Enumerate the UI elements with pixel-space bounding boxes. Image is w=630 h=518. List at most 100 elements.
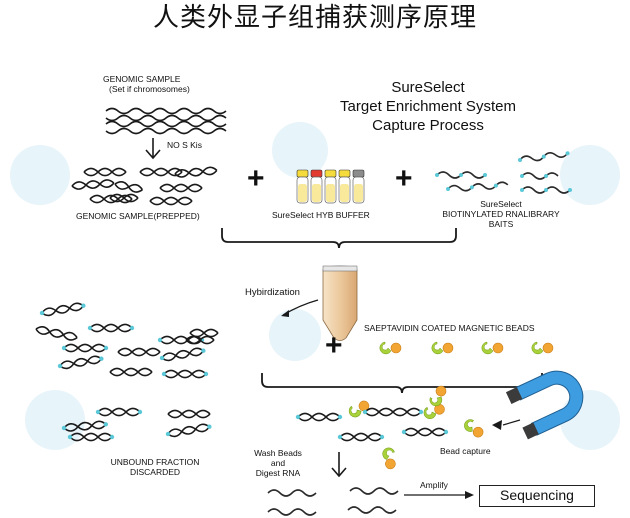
watermark-logo-icon [560,145,620,205]
baits-label-line3: BAITS [488,218,514,229]
genomic-sample-prepped-label: GENOMIC SAMPLE(PREPPED) [76,211,200,221]
dna-fragment [174,166,218,178]
dna-fragment [61,343,109,353]
sequencing-label: Sequencing [500,487,574,503]
buffer-tube-icon [352,169,365,204]
rna-bait [267,508,317,516]
magnetic-beads-row [379,341,554,355]
rna-baits-group [435,151,572,194]
buffer-tube-icon [338,169,351,204]
dna-fragment [87,323,135,333]
baits-label-line2: BIOTINYLATED RNALIBRARY [442,208,560,219]
fragmentation-arrow [145,138,161,160]
no-s-kis-label: NO S Kis [167,140,202,150]
dna-fragment [189,328,219,338]
dna-fragment [67,432,115,442]
rna-bait [267,489,317,497]
streptavidin-beads-label: SAEPTAVIDIN COATED MAGNETIC BEADS [364,323,535,333]
bead-capture-arrowhead [492,420,502,430]
amplify-label: Amplify [420,480,448,490]
hybridization-arrowhead [281,310,289,317]
dna-fragment [39,302,86,317]
dna-fragment [89,194,133,204]
wash-digest-line3: Digest RNA [255,467,301,478]
plus-sign-3: + [325,329,343,362]
dna-fragment [139,167,183,177]
wash-digest-label: Wash Beads and Digest RNA [246,448,310,478]
hybridization-label: Hybirdization [245,287,300,298]
bead-captured-complexes [295,385,484,470]
magnetic-bead-icon [531,341,554,355]
sureselect-heading-line3: Capture Process [372,116,484,134]
watermark-logo-icon [269,309,321,361]
dna-fragment [95,407,143,417]
buffer-tube-icon [324,169,337,204]
baits-label: SureSelect BIOTINYLATED RNALIBRARY BAITS [436,199,566,229]
dna-fragment [165,423,212,438]
magnetic-bead-icon [464,419,484,438]
sequencing-box: Sequencing [479,485,595,507]
dna-fragment [362,407,424,417]
rna-bait [446,181,509,192]
watermark-logo-icon [272,122,328,178]
dna-fragment [149,196,193,206]
unbound-fraction-dna [35,302,219,442]
dna-fragment [167,409,211,419]
bead-capture-arrow [502,419,521,426]
dna-fragment [61,420,109,432]
dna-fragment [35,325,78,341]
sureselect-heading-line1: SureSelect [391,79,465,96]
magnetic-bead-icon [431,341,454,355]
dna-fragment [159,347,206,362]
unbound-fraction-line1: UNBOUND FRACTION [110,457,200,467]
bead-capture-label: Bead capture [440,446,491,456]
captured-single-strands [267,487,399,516]
fragmented-dna-group [71,166,218,206]
dna-fragment [83,167,127,177]
rna-bait [347,506,397,514]
baits-label-line1: SureSelect [480,199,522,209]
dna-fragment [109,193,139,203]
magnet-icon [505,370,584,440]
genomic-sample-sub-label: (Set if chromosomes) [109,84,190,94]
dna-fragment [161,369,209,379]
dna-fragment [401,427,449,437]
page-title: 人类外显子组捕获测序原理 [152,3,477,33]
magnetic-bead-icon [481,341,504,355]
buffer-tube-icon [296,169,309,204]
merge-bracket-bottom [261,373,543,394]
rna-bait [520,186,572,194]
rna-bait [518,151,570,162]
magnetic-bead-icon [382,447,396,470]
plus-sign-1: + [247,162,265,195]
hyb-buffer-tubes [296,169,365,204]
genomic-sample-label: GENOMIC SAMPLE [103,74,181,84]
hyb-buffer-label: SureSelect HYB BUFFER [272,210,370,220]
rna-bait [349,487,399,495]
unbound-fraction-line2: DISCARDED [129,466,181,477]
watermark-logo-icon [10,145,70,205]
sureselect-heading: SureSelect Target Enrichment System Capt… [323,79,533,135]
buffer-tube-icon [310,169,323,204]
wash-digest-line1: Wash Beads [254,448,302,458]
sureselect-heading-line2: Target Enrichment System [340,97,516,115]
rna-bait [520,172,559,180]
merge-bracket-top [221,228,457,249]
dna-fragment [295,412,343,422]
dna-fragment [57,355,104,370]
dna-fragment [337,432,385,442]
hybridization-tube-icon [322,265,358,341]
plus-sign-2: + [395,162,413,195]
dna-fragment [71,179,115,190]
dna-fragment [114,180,144,193]
wash-arrow [331,452,347,478]
rna-bait [435,171,487,179]
unbound-fraction-label: UNBOUND FRACTION DISCARDED [100,457,210,478]
dna-fragment [117,347,161,357]
magnetic-bead-icon [423,403,445,419]
magnetic-bead-icon [429,385,447,407]
dna-fragment [109,367,153,377]
wash-digest-line2: and [270,457,286,468]
